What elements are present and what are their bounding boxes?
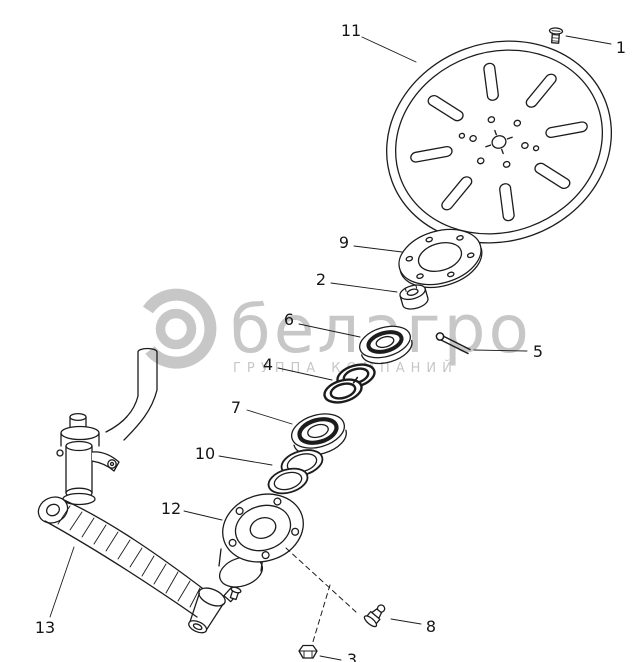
leader-lines: [49, 35, 612, 661]
part-label-8: 8: [426, 617, 436, 636]
watermark-subtitle-text: ГРУППА КОМПАНИЙ: [233, 360, 458, 376]
part-labels: 11 1 9 2 6 5 4 7 10 12 13 8 3: [35, 21, 626, 662]
bolt-drawing: [548, 27, 564, 44]
lock-washers-drawing: [323, 363, 376, 404]
watermark: белагро ГРУППА КОМПАНИЙ: [142, 288, 529, 376]
assembly-axis-lines: [285, 547, 357, 646]
seal-rings-drawing: [267, 449, 324, 495]
part-label-7: 7: [231, 398, 241, 417]
hub-drawing: [218, 493, 304, 601]
grease-fitting-drawing: [363, 604, 386, 628]
bearing-lower-drawing: [291, 413, 347, 456]
part-label-11: 11: [341, 21, 361, 40]
wheel-disc-drawing: [386, 40, 612, 244]
knuckle-and-arm-drawing: [37, 347, 241, 634]
part-label-4: 4: [263, 355, 273, 374]
castle-nut-drawing: [399, 284, 429, 310]
watermark-logo-icon: [142, 288, 217, 369]
part-label-3: 3: [347, 650, 357, 662]
nut-drawing: [298, 644, 318, 659]
part-label-1: 1: [616, 38, 626, 57]
part-label-6: 6: [284, 310, 294, 329]
part-label-2: 2: [316, 270, 326, 289]
part-label-12: 12: [161, 499, 181, 518]
flange-plate-drawing: [398, 228, 483, 289]
part-label-13: 13: [35, 618, 55, 637]
part-label-10: 10: [195, 444, 215, 463]
part-label-9: 9: [339, 233, 349, 252]
cotter-pin-drawing: [435, 332, 471, 355]
part-label-5: 5: [533, 342, 543, 361]
bearing-upper-drawing: [359, 325, 413, 365]
